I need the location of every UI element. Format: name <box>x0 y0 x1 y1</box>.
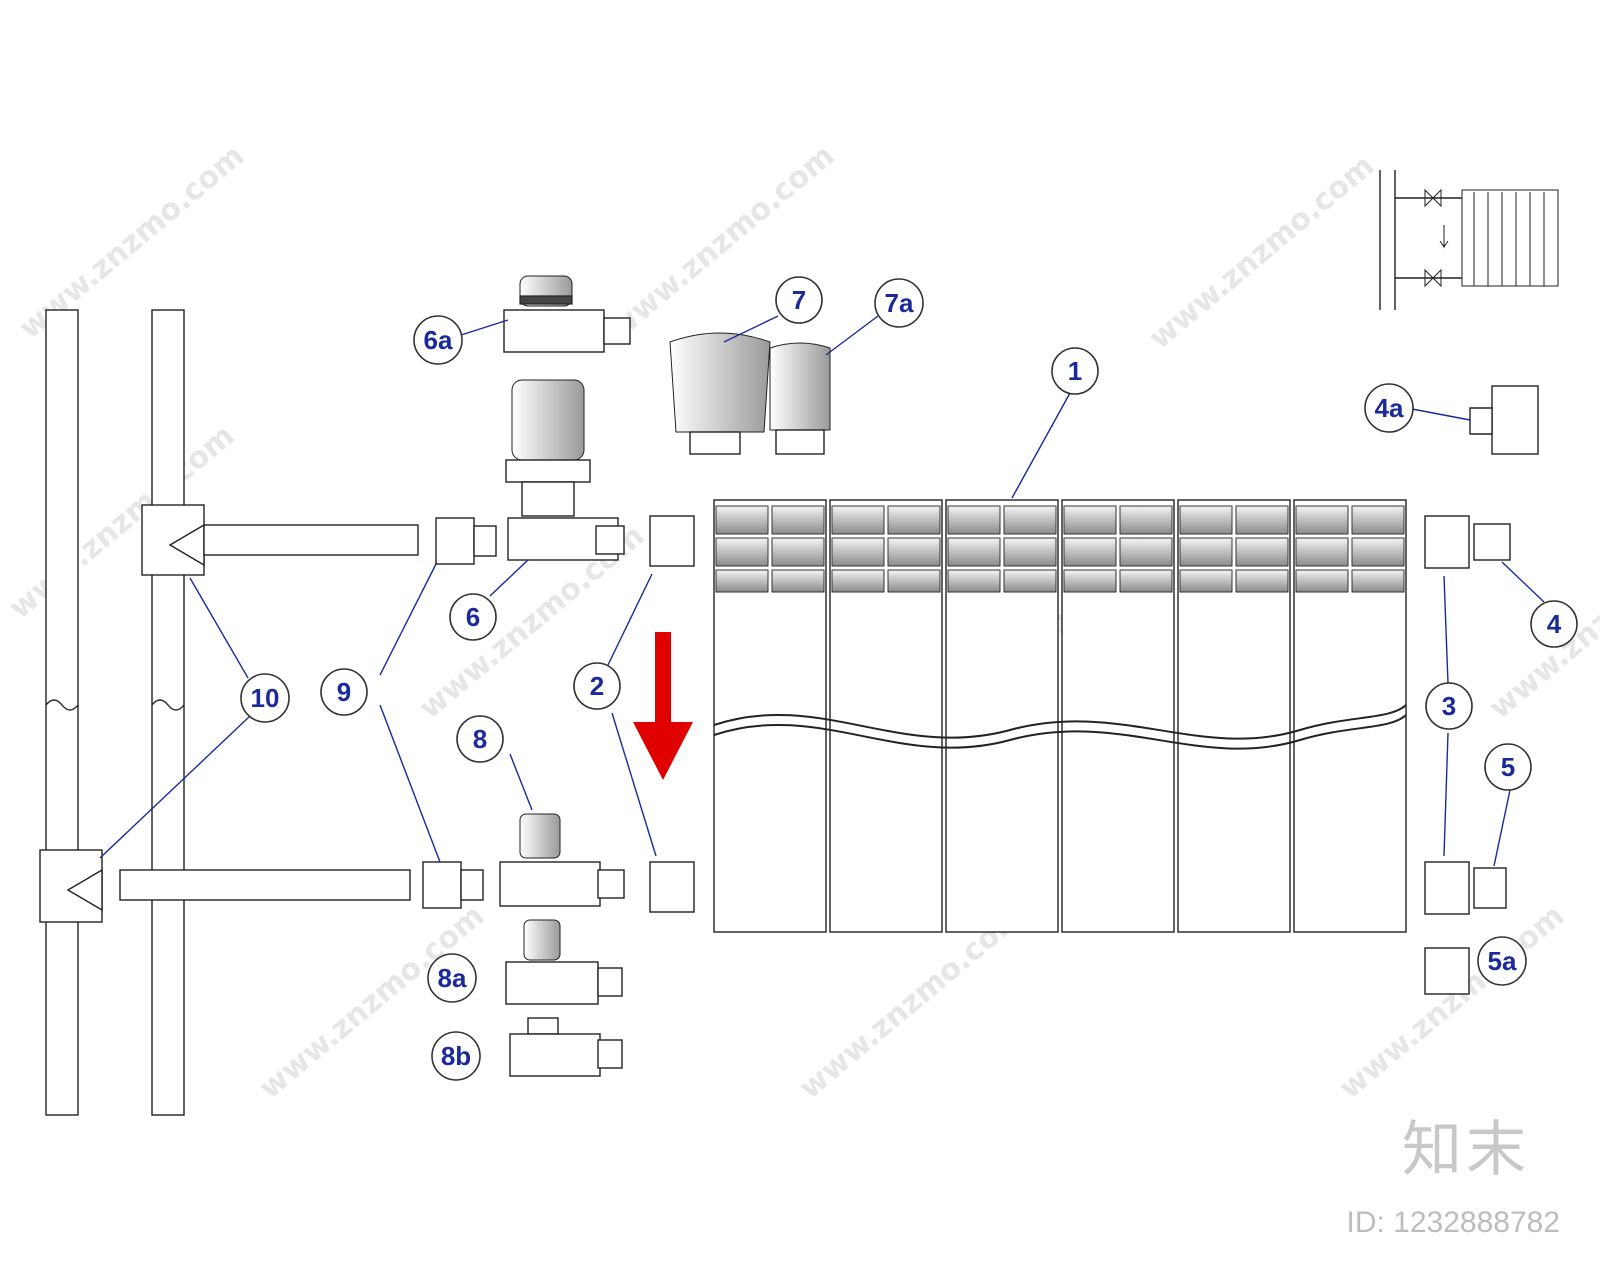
valve-8b-thread <box>597 1039 623 1069</box>
callout-label: 9 <box>337 677 351 707</box>
callout-label: 5a <box>1488 946 1517 976</box>
radiator-plugs-left <box>649 515 695 913</box>
callout-4a: 4a <box>1364 383 1414 433</box>
callout-label: 8a <box>438 963 467 993</box>
schematic-inset <box>1379 170 1559 310</box>
callout-8b: 8b <box>431 1031 481 1081</box>
supply-pipe <box>203 524 419 556</box>
thermostat-head-7a-base <box>775 429 825 455</box>
valve-6a-body <box>503 309 605 353</box>
callout-1: 1 <box>1051 347 1099 395</box>
riser-pipe-left <box>45 309 79 1116</box>
air-vent-4 <box>1473 523 1511 561</box>
valve-6a-band <box>519 295 573 305</box>
valve-6a <box>503 275 631 353</box>
return-pipe <box>119 869 411 901</box>
plug-lower-right <box>1424 861 1470 915</box>
callout-9: 9 <box>320 668 368 716</box>
riser-pipes <box>45 309 185 1116</box>
thermostat-head-7a <box>769 342 831 431</box>
pipe-break <box>45 699 79 711</box>
valve-head-ring <box>505 459 591 483</box>
lockshield-valves <box>499 813 625 1077</box>
callout-label: 10 <box>251 683 280 713</box>
callout-6a: 6a <box>413 315 463 365</box>
pipe-couplings <box>422 517 497 909</box>
callout-label: 1 <box>1068 356 1082 386</box>
leader-lines <box>99 315 1545 867</box>
thermostatic-valve <box>505 379 625 561</box>
image-id-label: ID: 1232888782 <box>1346 1206 1560 1239</box>
callout-label: 4 <box>1547 609 1562 639</box>
radiator-fins <box>715 505 1405 593</box>
valve-thread <box>595 525 625 555</box>
callout-label: 2 <box>590 671 604 701</box>
thermostat-heads <box>669 332 831 455</box>
plug-upper-left <box>649 515 695 567</box>
callout-label: 5 <box>1501 752 1515 782</box>
valve-6a-thread <box>603 317 631 345</box>
callout-label: 7a <box>885 288 914 318</box>
pipe-break <box>151 699 185 711</box>
tee-lower-detail <box>66 868 103 912</box>
callout-label: 4a <box>1375 393 1404 423</box>
callout-10: 10 <box>240 673 290 723</box>
callout-5a: 5a <box>1477 936 1527 986</box>
blind-plug-5 <box>1473 867 1507 909</box>
watermark-text: www.znzmo.com <box>1143 148 1381 356</box>
radiator-break-line <box>713 704 1407 740</box>
callout-4: 4 <box>1530 600 1578 648</box>
callout-8a: 8a <box>427 953 477 1003</box>
callout-8: 8 <box>456 715 504 763</box>
thermostat-head-7-base <box>689 431 741 455</box>
callout-label: 3 <box>1442 691 1456 721</box>
valve-8b-body <box>509 1033 601 1077</box>
callout-2: 2 <box>573 662 621 710</box>
valve-8a-thread <box>597 967 623 997</box>
air-vent-4a-nozzle <box>1469 407 1493 435</box>
coupling-upper-thread <box>473 525 497 557</box>
red-down-arrow-icon <box>633 632 693 780</box>
air-vent-4a-body <box>1491 385 1539 455</box>
radiator-break-line <box>713 714 1407 750</box>
callout-label: 8 <box>473 724 487 754</box>
plug-upper-right <box>1424 515 1470 569</box>
coupling-lower-thread <box>460 869 484 901</box>
watermark-text: www.znzmo.com <box>3 418 241 626</box>
callouts: 1 2 3 4 4a 5 5a 6 <box>240 276 1578 1081</box>
valve-8a-body <box>505 961 599 1005</box>
valve-head <box>511 379 585 461</box>
blind-plug-5a <box>1424 947 1470 995</box>
tee-fittings <box>39 504 205 923</box>
callout-label: 6a <box>424 325 453 355</box>
radiator <box>713 499 1407 933</box>
callout-5: 5 <box>1484 743 1532 791</box>
callout-3: 3 <box>1425 682 1473 730</box>
coupling-upper <box>435 517 475 565</box>
callout-label: 8b <box>441 1041 471 1071</box>
valve-8-cap <box>519 813 561 859</box>
connection-pipes <box>119 524 419 901</box>
riser-pipe-right <box>151 309 185 1116</box>
valve-8-body <box>499 861 601 907</box>
radiator-plugs-right <box>1424 385 1539 995</box>
plug-lower-left <box>649 861 695 913</box>
callout-label: 6 <box>466 602 480 632</box>
callout-7a: 7a <box>874 278 924 328</box>
valve-8-thread <box>597 869 625 899</box>
brand-watermark: 知末 <box>1402 1115 1530 1185</box>
callout-6: 6 <box>449 593 497 641</box>
valve-8a-cap <box>523 919 561 961</box>
thermostat-head-7 <box>669 332 771 433</box>
valve-8b-cap <box>527 1017 559 1035</box>
callout-label: 7 <box>792 285 806 315</box>
valve-stem <box>521 481 575 517</box>
coupling-lower <box>422 861 462 909</box>
callout-7: 7 <box>775 276 823 324</box>
